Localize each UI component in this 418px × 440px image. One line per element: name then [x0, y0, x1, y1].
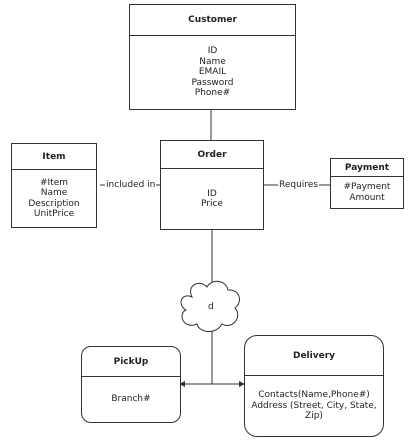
attribute: #Payment — [343, 182, 391, 192]
attribute: Description — [28, 198, 80, 209]
attribute: Price — [201, 199, 223, 209]
entity-delivery-attributes: Contacts(Name,Phone#) Address (Street, C… — [245, 376, 383, 436]
entity-pickup[interactable]: PickUp Branch# — [81, 346, 181, 423]
relation-label-included-in: included in — [105, 180, 157, 190]
specialization-label: d — [207, 302, 215, 312]
attribute: ID — [207, 46, 218, 57]
entity-delivery[interactable]: Delivery Contacts(Name,Phone#) Address (… — [244, 335, 384, 437]
entity-pickup-attributes: Branch# — [82, 377, 180, 422]
attribute: EMAIL — [198, 67, 227, 78]
entity-customer-attributes: ID Name EMAIL Password Phone# — [130, 36, 295, 109]
entity-order-attributes: ID Price — [161, 169, 263, 229]
attribute: UnitPrice — [33, 209, 75, 219]
entity-payment-title: Payment — [331, 159, 403, 177]
entity-item[interactable]: Item #Item Name Description UnitPrice — [11, 143, 97, 228]
attribute: Branch# — [111, 394, 151, 405]
entity-pickup-title: PickUp — [82, 347, 180, 377]
attribute: ID — [207, 188, 217, 199]
entity-delivery-title: Delivery — [245, 336, 383, 376]
attribute: Phone# — [194, 88, 231, 99]
attribute: Password — [191, 77, 234, 88]
attribute: Zip) — [305, 411, 323, 422]
relation-label-requires: Requires — [278, 180, 320, 190]
attribute: Name — [40, 188, 68, 198]
attribute: Amount — [349, 192, 385, 203]
entity-customer-title: Customer — [130, 5, 295, 36]
attribute: Address (Street, City, State, — [251, 400, 377, 411]
entity-customer[interactable]: Customer ID Name EMAIL Password Phone# — [129, 4, 296, 110]
entity-order-title: Order — [161, 141, 263, 169]
entity-payment[interactable]: Payment #Payment Amount — [330, 158, 404, 209]
entity-payment-attributes: #Payment Amount — [331, 177, 403, 208]
entity-order[interactable]: Order ID Price — [160, 140, 264, 230]
attribute: Contacts(Name,Phone#) — [258, 390, 370, 401]
entity-item-attributes: #Item Name Description UnitPrice — [12, 170, 96, 227]
attribute: Name — [199, 56, 226, 67]
entity-item-title: Item — [12, 144, 96, 170]
attribute: #Item — [39, 177, 69, 188]
